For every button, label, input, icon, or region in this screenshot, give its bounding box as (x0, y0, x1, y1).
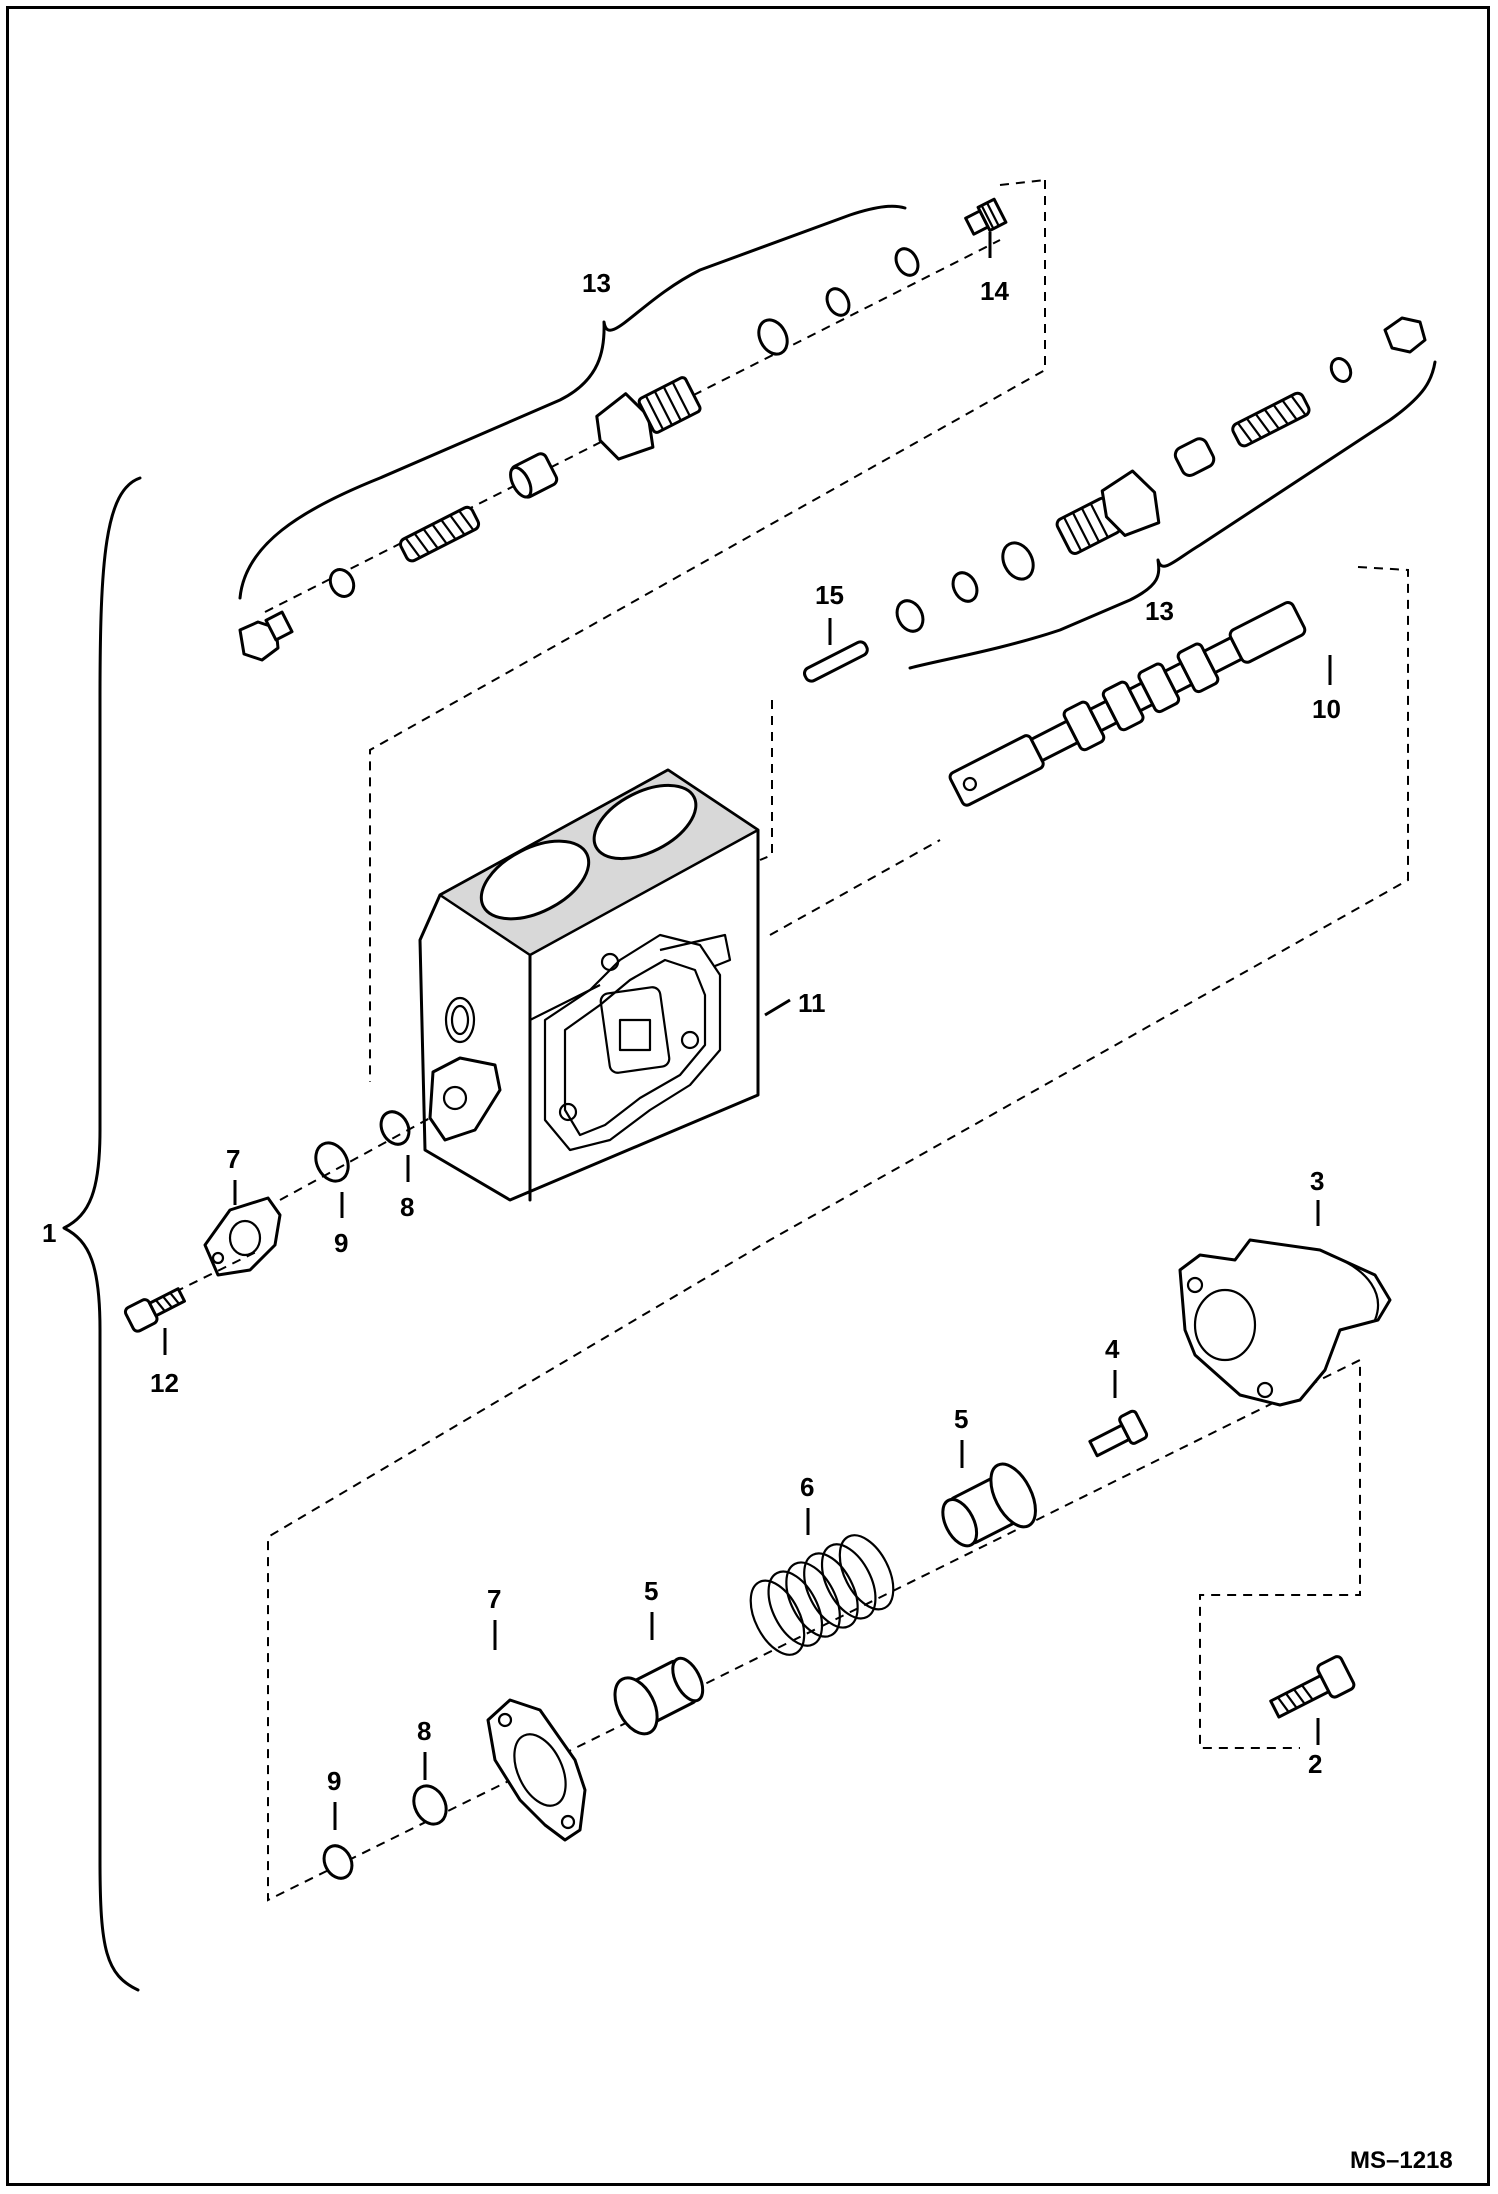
lower-relief-valve (1055, 469, 1161, 555)
assembly-brace (62, 476, 142, 1992)
group-13-upper-brace (238, 204, 907, 600)
upper-plug (238, 610, 294, 662)
item-7-gasket-plate (486, 1698, 587, 1842)
callout-5-lower: 5 (644, 1576, 658, 1606)
lower-spring (1231, 391, 1311, 448)
callout-1: 1 (42, 1218, 56, 1248)
lower-poppet (1173, 437, 1216, 477)
callout-9-lower: 9 (327, 1766, 341, 1796)
lower-oring-1 (1329, 357, 1353, 383)
callout-11: 11 (798, 988, 826, 1018)
callout-6: 6 (800, 1472, 814, 1502)
upper-oring-2 (757, 318, 789, 356)
callout-15: 15 (815, 580, 844, 610)
small-parts-centerline (174, 1117, 431, 1293)
callout-2: 2 (1308, 1749, 1322, 1779)
item-3-cap (1178, 1238, 1392, 1407)
callout-3: 3 (1310, 1166, 1324, 1196)
callout-5-upper: 5 (954, 1404, 968, 1434)
item-9-oring-lower (322, 1844, 354, 1880)
item-8-oring-lower (412, 1784, 448, 1826)
item-2-bolt (1269, 1655, 1356, 1719)
upper-relief-valve (595, 376, 702, 461)
item-5-bushing-lower (613, 1656, 705, 1736)
spool-dash-link (769, 839, 941, 936)
lower-oring-2 (1001, 541, 1035, 581)
item-6-spring (749, 1534, 895, 1656)
upper-poppet (509, 452, 559, 499)
item-15-pin (802, 640, 869, 683)
upper-oring-1 (328, 568, 356, 598)
item-4-bolt (1088, 1409, 1149, 1458)
item-10-spool (948, 601, 1307, 807)
callout-8-lower: 8 (417, 1716, 431, 1746)
callout-14: 14 (980, 276, 1009, 306)
callout-7-lower: 7 (487, 1584, 501, 1614)
upper-centerline (264, 180, 1046, 1082)
item-9-oring-upper (314, 1141, 350, 1183)
callout-10: 10 (1312, 694, 1341, 724)
lower-oring-4 (895, 599, 925, 633)
item-5-bushing-upper (941, 1462, 1037, 1548)
group-13-lower-brace (908, 360, 1437, 670)
drawing-code: MS–1218 (1350, 2147, 1453, 2174)
leader-lines (163, 232, 1332, 1830)
callout-8-upper: 8 (400, 1192, 414, 1222)
callout-7-upper: 7 (226, 1144, 240, 1174)
upper-spring (399, 505, 481, 563)
callout-13-lower: 13 (1145, 596, 1174, 626)
item-12-screw (123, 1287, 186, 1333)
item-14-fitting (964, 197, 1008, 236)
pin-centerline (759, 700, 773, 861)
item-8-oring-upper (379, 1110, 411, 1146)
upper-oring-4 (894, 247, 920, 277)
upper-dash-top (999, 179, 1046, 186)
lower-plug (1383, 316, 1427, 354)
spool-centerline (267, 566, 1409, 1902)
lower-oring-3 (951, 571, 979, 603)
item-7-small-plate (203, 1196, 282, 1277)
callout-4: 4 (1105, 1334, 1120, 1364)
callout-9-upper: 9 (334, 1228, 348, 1258)
item-11-valve-body (418, 768, 760, 1202)
callout-13-upper: 13 (582, 268, 611, 298)
upper-oring-3 (825, 287, 851, 317)
callout-12: 12 (150, 1368, 179, 1398)
